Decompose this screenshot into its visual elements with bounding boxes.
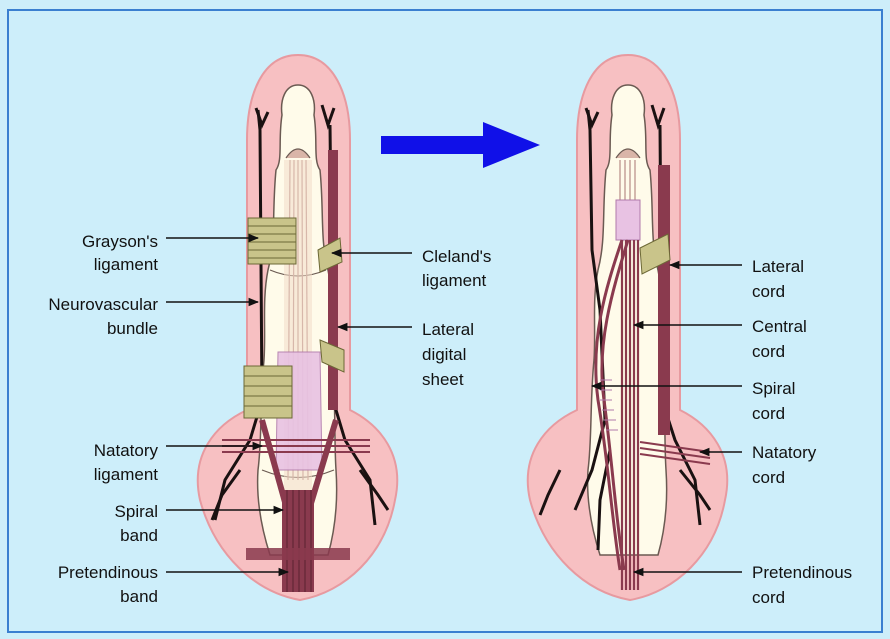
label-spiral-cord-1: Spiral bbox=[752, 379, 795, 398]
label-central-cord-1: Central bbox=[752, 317, 807, 336]
label-lateral-cord-1: Lateral bbox=[752, 257, 804, 276]
label-neurovascular-2: bundle bbox=[107, 319, 158, 338]
left-lower-grayson-band bbox=[244, 366, 292, 418]
left-graysons-band bbox=[248, 218, 296, 264]
right-lateral-cord bbox=[658, 165, 670, 435]
label-lateral-digital-2: digital bbox=[422, 345, 466, 364]
label-lateral-digital-1: Lateral bbox=[422, 320, 474, 339]
label-spiral-cord-2: cord bbox=[752, 404, 785, 423]
label-pretendinous-cord-2: cord bbox=[752, 588, 785, 607]
label-graysons-ligament-2: ligament bbox=[94, 255, 159, 274]
label-neurovascular-1: Neurovascular bbox=[48, 295, 158, 314]
label-lateral-cord-2: cord bbox=[752, 282, 785, 301]
label-pretendinous-cord-1: Pretendinous bbox=[752, 563, 852, 582]
label-pretendinous-band-2: band bbox=[120, 587, 158, 606]
label-spiral-band-1: Spiral bbox=[115, 502, 158, 521]
left-lateral-digital-sheet bbox=[328, 150, 338, 410]
right-flexor-sheath bbox=[616, 200, 640, 240]
label-clelands-2: ligament bbox=[422, 271, 487, 290]
label-central-cord-2: cord bbox=[752, 342, 785, 361]
label-spiral-band-2: band bbox=[120, 526, 158, 545]
label-natatory-ligament-2: ligament bbox=[94, 465, 159, 484]
label-pretendinous-band-1: Pretendinous bbox=[58, 563, 158, 582]
label-natatory-ligament-1: Natatory bbox=[94, 441, 159, 460]
label-graysons-ligament-1: Grayson's bbox=[82, 232, 158, 251]
label-natatory-cord-2: cord bbox=[752, 468, 785, 487]
label-clelands-1: Cleland's bbox=[422, 247, 491, 266]
left-transverse-fibers bbox=[246, 548, 350, 560]
label-natatory-cord-1: Natatory bbox=[752, 443, 817, 462]
label-lateral-digital-3: sheet bbox=[422, 370, 464, 389]
